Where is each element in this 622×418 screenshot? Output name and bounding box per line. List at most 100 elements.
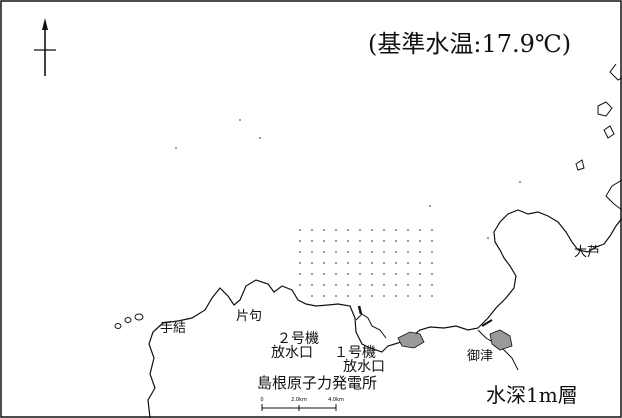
north-arrow-icon	[34, 18, 56, 76]
place-label-mitsu: 御津	[467, 349, 494, 364]
grid-dot	[299, 262, 301, 264]
grid-dot	[395, 229, 397, 231]
grid-dot	[323, 284, 325, 286]
grid-dot	[383, 273, 385, 275]
grid-dot	[431, 273, 433, 275]
grid-dot	[259, 137, 261, 139]
grid-dot	[431, 229, 433, 231]
measurement-grid	[175, 119, 521, 297]
grid-dot	[383, 229, 385, 231]
grid-dot	[487, 237, 489, 239]
grid-dot	[407, 262, 409, 264]
grid-dot	[359, 295, 361, 297]
islet	[134, 313, 144, 321]
grid-dot	[419, 295, 421, 297]
grid-dot	[347, 240, 349, 242]
grid-dot	[335, 284, 337, 286]
grid-dot	[407, 240, 409, 242]
mitsu-outlet-marker	[481, 319, 493, 327]
outlet-inlet	[355, 313, 387, 339]
grid-dot	[311, 284, 313, 286]
outlet-label-unit2-line1: ２号機	[277, 331, 319, 347]
scale-bar: 0 2.0km 4.0km	[260, 397, 344, 411]
grid-dot	[311, 251, 313, 253]
plant-name: 島根原子力発電所	[257, 374, 378, 392]
grid-dot	[431, 240, 433, 242]
shaded-area-mitsu	[489, 329, 513, 351]
grid-dot	[431, 262, 433, 264]
grid-dot	[407, 284, 409, 286]
reference-temperature: (基準水温:17.9℃)	[368, 30, 572, 58]
east-coast-edge	[605, 179, 622, 211]
grid-dot	[323, 240, 325, 242]
shaded-area-unit1	[397, 331, 425, 349]
east-coast-edge	[609, 63, 622, 81]
grid-dot	[431, 251, 433, 253]
grid-dot	[407, 295, 409, 297]
grid-dot	[371, 295, 373, 297]
grid-dot	[431, 284, 433, 286]
grid-dot	[323, 251, 325, 253]
grid-dot	[407, 229, 409, 231]
grid-dot	[175, 147, 177, 149]
place-label-kataku: 片句	[236, 309, 263, 324]
grid-dot	[395, 273, 397, 275]
depth-layer-label: 水深1m層	[486, 383, 578, 407]
grid-dot	[311, 240, 313, 242]
grid-dot	[359, 273, 361, 275]
island-fragment	[575, 159, 585, 171]
grid-dot	[371, 229, 373, 231]
coastline	[147, 209, 622, 418]
grid-dot	[371, 240, 373, 242]
island-fragment	[603, 125, 615, 139]
grid-dot	[395, 240, 397, 242]
grid-dot	[299, 229, 301, 231]
grid-dot	[311, 262, 313, 264]
unit2-outlet-marker	[357, 305, 363, 315]
grid-dot	[419, 273, 421, 275]
scale-tick-2km: 2.0km	[291, 397, 307, 403]
grid-dot	[347, 262, 349, 264]
grid-dot	[311, 229, 313, 231]
grid-dot	[335, 262, 337, 264]
grid-dot	[299, 240, 301, 242]
grid-dot	[299, 251, 301, 253]
grid-dot	[383, 295, 385, 297]
grid-dot	[323, 262, 325, 264]
scale-tick-4km: 4.0km	[328, 397, 344, 403]
grid-dot	[419, 240, 421, 242]
grid-dot	[299, 273, 301, 275]
grid-dot	[395, 251, 397, 253]
grid-dot	[347, 295, 349, 297]
grid-dot	[311, 273, 313, 275]
grid-dot	[419, 229, 421, 231]
grid-dot	[359, 240, 361, 242]
grid-dot	[407, 251, 409, 253]
grid-dot	[335, 229, 337, 231]
scale-tick-0: 0	[260, 397, 263, 403]
grid-dot	[347, 251, 349, 253]
grid-dot	[359, 251, 361, 253]
grid-dot	[429, 205, 431, 207]
grid-dot	[431, 295, 433, 297]
grid-dot	[335, 240, 337, 242]
grid-dot	[323, 229, 325, 231]
islet	[124, 317, 132, 323]
grid-dot	[323, 273, 325, 275]
place-label-oashi: 大芦	[574, 245, 601, 260]
grid-dot	[359, 229, 361, 231]
outlet-label-unit1-line2: 放水口	[343, 359, 385, 375]
grid-dot	[347, 229, 349, 231]
place-label-tejui: 手結	[160, 321, 187, 336]
outlet-label-unit1-line1: １号機	[334, 345, 376, 361]
grid-dot	[383, 284, 385, 286]
grid-dot	[371, 262, 373, 264]
grid-dot	[395, 284, 397, 286]
grid-dot	[371, 251, 373, 253]
grid-dot	[335, 251, 337, 253]
grid-dot	[359, 284, 361, 286]
grid-dot	[311, 295, 313, 297]
island-fragment	[597, 101, 613, 117]
grid-dot	[383, 262, 385, 264]
